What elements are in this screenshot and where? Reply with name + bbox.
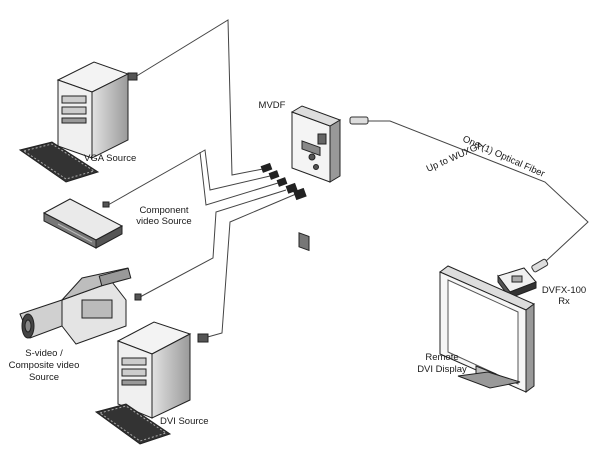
- svideo-label-line3: Source: [29, 372, 59, 383]
- fiber-label: One (1) Optical Fiber: [461, 134, 547, 180]
- svideo-label-line2: Composite video: [9, 360, 80, 371]
- svideo-label-line1: S-video /: [25, 348, 63, 359]
- dvi-source-label: DVI Source: [160, 416, 209, 427]
- remote-display-monitor-icon: [439, 265, 535, 393]
- wuxga-label: Up to WUXGA: [425, 140, 486, 175]
- dvi-cable: [203, 193, 297, 339]
- dvi-source-pc-icon: [94, 321, 192, 445]
- vga-source-label: VGA Source: [84, 153, 136, 164]
- mvdf-label: MVDF: [259, 100, 286, 111]
- component-cable-2: [199, 151, 279, 206]
- vga-cable: [134, 19, 269, 176]
- rx-label-line1: DVFX-100: [542, 285, 586, 296]
- connectors: [102, 72, 549, 343]
- camcorder-icon: [19, 267, 132, 345]
- remote-label-line2: DVI Display: [417, 364, 467, 375]
- component-label-line2: video Source: [136, 216, 191, 227]
- component-source-box-icon: [42, 198, 124, 249]
- rx-label-line2: Rx: [558, 296, 570, 307]
- remote-label-line1: Remote: [425, 352, 458, 363]
- vga-source-pc-icon: [18, 61, 130, 183]
- component-cable: [107, 149, 271, 206]
- svideo-cable: [139, 189, 287, 298]
- mvdf-wallplate-icon: [290, 105, 342, 252]
- component-label-line1: Component: [139, 205, 188, 216]
